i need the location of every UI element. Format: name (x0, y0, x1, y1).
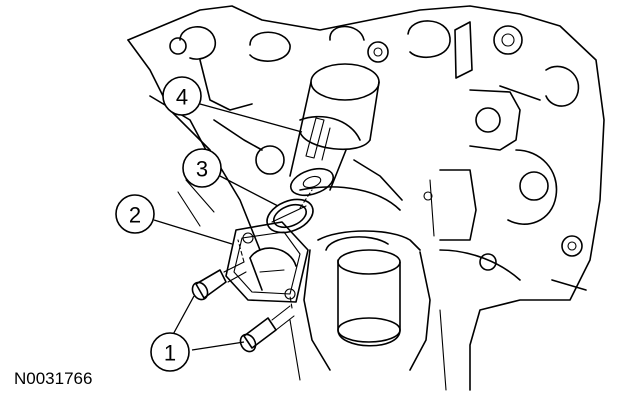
engine-block (127, 5, 605, 391)
callout-3: 3 (182, 148, 279, 207)
callout-4-label: 4 (176, 85, 188, 110)
seal-part (266, 198, 314, 234)
callout-1-label: 1 (164, 341, 176, 366)
shaft-part (289, 63, 380, 197)
callout-1: 1 (150, 295, 245, 372)
callout-2: 2 (115, 194, 233, 245)
housing-part (225, 221, 309, 303)
figure-id: N0031766 (14, 369, 92, 388)
callout-3-label: 3 (196, 157, 208, 182)
callout-4: 4 (162, 76, 303, 133)
bolts-part (191, 189, 313, 353)
callout-2-label: 2 (129, 203, 141, 228)
